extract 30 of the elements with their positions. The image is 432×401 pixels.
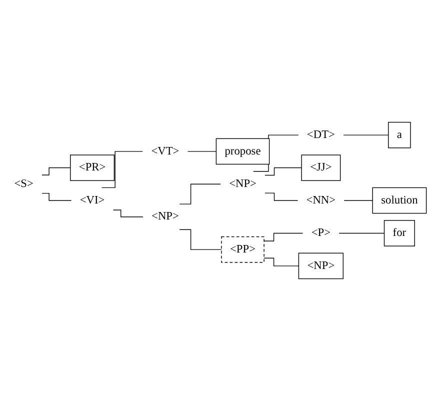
connector: [338, 232, 385, 234]
node-text: <NN>: [306, 194, 336, 206]
connector: [264, 258, 300, 266]
connector: [344, 200, 373, 201]
connector: [343, 134, 389, 136]
connector: [187, 151, 217, 152]
node-box: <PP>: [221, 236, 264, 263]
connector: [112, 210, 144, 218]
node-box: propose: [216, 138, 270, 165]
node-text: <NP>: [229, 178, 256, 190]
node-box: <JJ>: [301, 154, 341, 181]
connector: [42, 167, 71, 176]
node-text: <DT>: [306, 128, 335, 141]
node-box: solution: [372, 187, 427, 214]
node-box: <PR>: [70, 154, 115, 181]
connector: [179, 229, 222, 250]
connector: [264, 167, 302, 176]
connector: [264, 192, 298, 201]
node-text: <P>: [311, 226, 331, 239]
node-box: <NP>: [298, 252, 344, 280]
node-text: <S>: [14, 178, 34, 190]
node-box: for: [384, 220, 415, 246]
connector: [101, 151, 144, 188]
connector: [264, 232, 304, 242]
node-box: a: [388, 122, 411, 148]
node-text: <VT>: [151, 145, 180, 158]
node-text: <NP>: [152, 210, 179, 223]
connector: [42, 192, 72, 201]
connector: [179, 184, 221, 204]
node-text: <VI>: [80, 194, 105, 206]
